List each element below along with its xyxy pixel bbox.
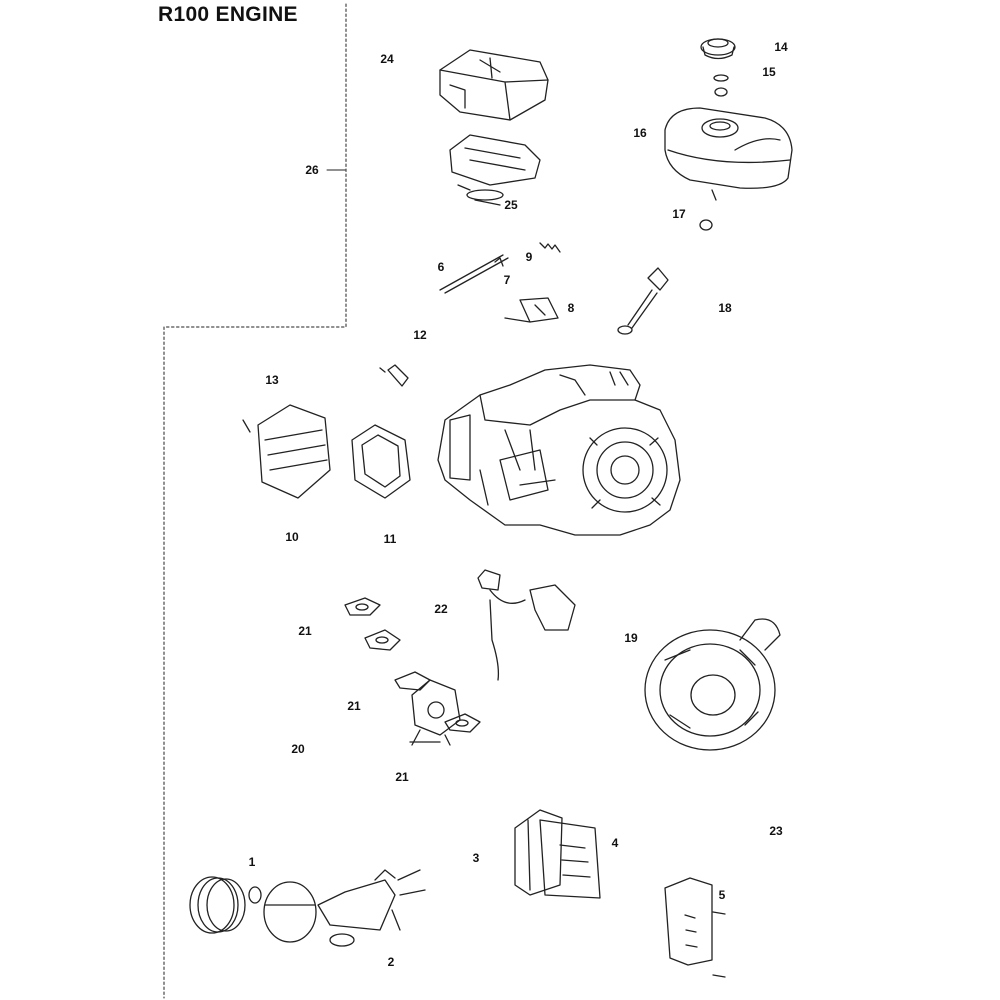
part-piston [263, 881, 317, 943]
part-muffler-guard [539, 819, 601, 899]
callout-24: 24 [380, 52, 394, 66]
callout-10: 10 [285, 530, 299, 544]
callout-21-middle: 21 [347, 699, 361, 713]
assembly-boundary [163, 3, 347, 999]
callout-9: 9 [525, 250, 533, 264]
part-oil-dipstick [617, 267, 669, 335]
callout-8: 8 [567, 301, 575, 315]
part-intake-gasket-upper [344, 597, 381, 616]
callout-4: 4 [611, 836, 619, 850]
callout-25: 25 [504, 198, 518, 212]
part-connecting-rod [317, 869, 426, 947]
callout-23: 23 [769, 824, 783, 838]
part-carburetor [409, 679, 461, 746]
part-governor-rod [439, 254, 509, 294]
part-air-cleaner-cover [439, 49, 549, 121]
part-intake-gasket-middle [394, 671, 431, 691]
part-engine-block [437, 364, 681, 536]
callout-18: 18 [718, 301, 732, 315]
part-air-filter [449, 134, 541, 206]
callout-14: 14 [774, 40, 788, 54]
callout-7: 7 [503, 273, 511, 287]
part-fuel-tank [664, 107, 793, 189]
part-recoil-starter [644, 618, 781, 751]
callout-15: 15 [762, 65, 776, 79]
part-ignition-coil [477, 569, 576, 681]
part-fuel-cap [700, 38, 736, 60]
callout-22: 22 [434, 602, 448, 616]
part-spark-plug [379, 364, 409, 387]
callout-16: 16 [633, 126, 647, 140]
part-cylinder-head [242, 404, 331, 499]
part-head-gasket [351, 424, 411, 499]
callout-20: 20 [291, 742, 305, 756]
part-muffler [514, 809, 563, 896]
callout-3: 3 [472, 851, 480, 865]
callout-17: 17 [672, 207, 686, 221]
part-fuel-strainer [713, 74, 729, 97]
part-governor-arm [504, 297, 559, 323]
part-spring [539, 242, 561, 253]
callout-13: 13 [265, 373, 279, 387]
diagram-title: R100 ENGINE [158, 3, 298, 26]
callout-26: 26 [305, 163, 319, 177]
part-fuel-valve [699, 189, 717, 231]
callout-12: 12 [413, 328, 427, 342]
part-intake-gasket-lower [444, 713, 481, 733]
callout-6: 6 [437, 260, 445, 274]
callout-5: 5 [718, 888, 726, 902]
callout-1: 1 [248, 855, 256, 869]
callout-2: 2 [387, 955, 395, 969]
callout-11: 11 [383, 532, 397, 546]
callout-21-lower: 21 [395, 770, 409, 784]
part-insulator [364, 629, 401, 651]
part-piston-rings [189, 876, 262, 934]
callout-21-upper: 21 [298, 624, 312, 638]
callout-19: 19 [624, 631, 638, 645]
part-spark-arrestor [664, 877, 726, 978]
